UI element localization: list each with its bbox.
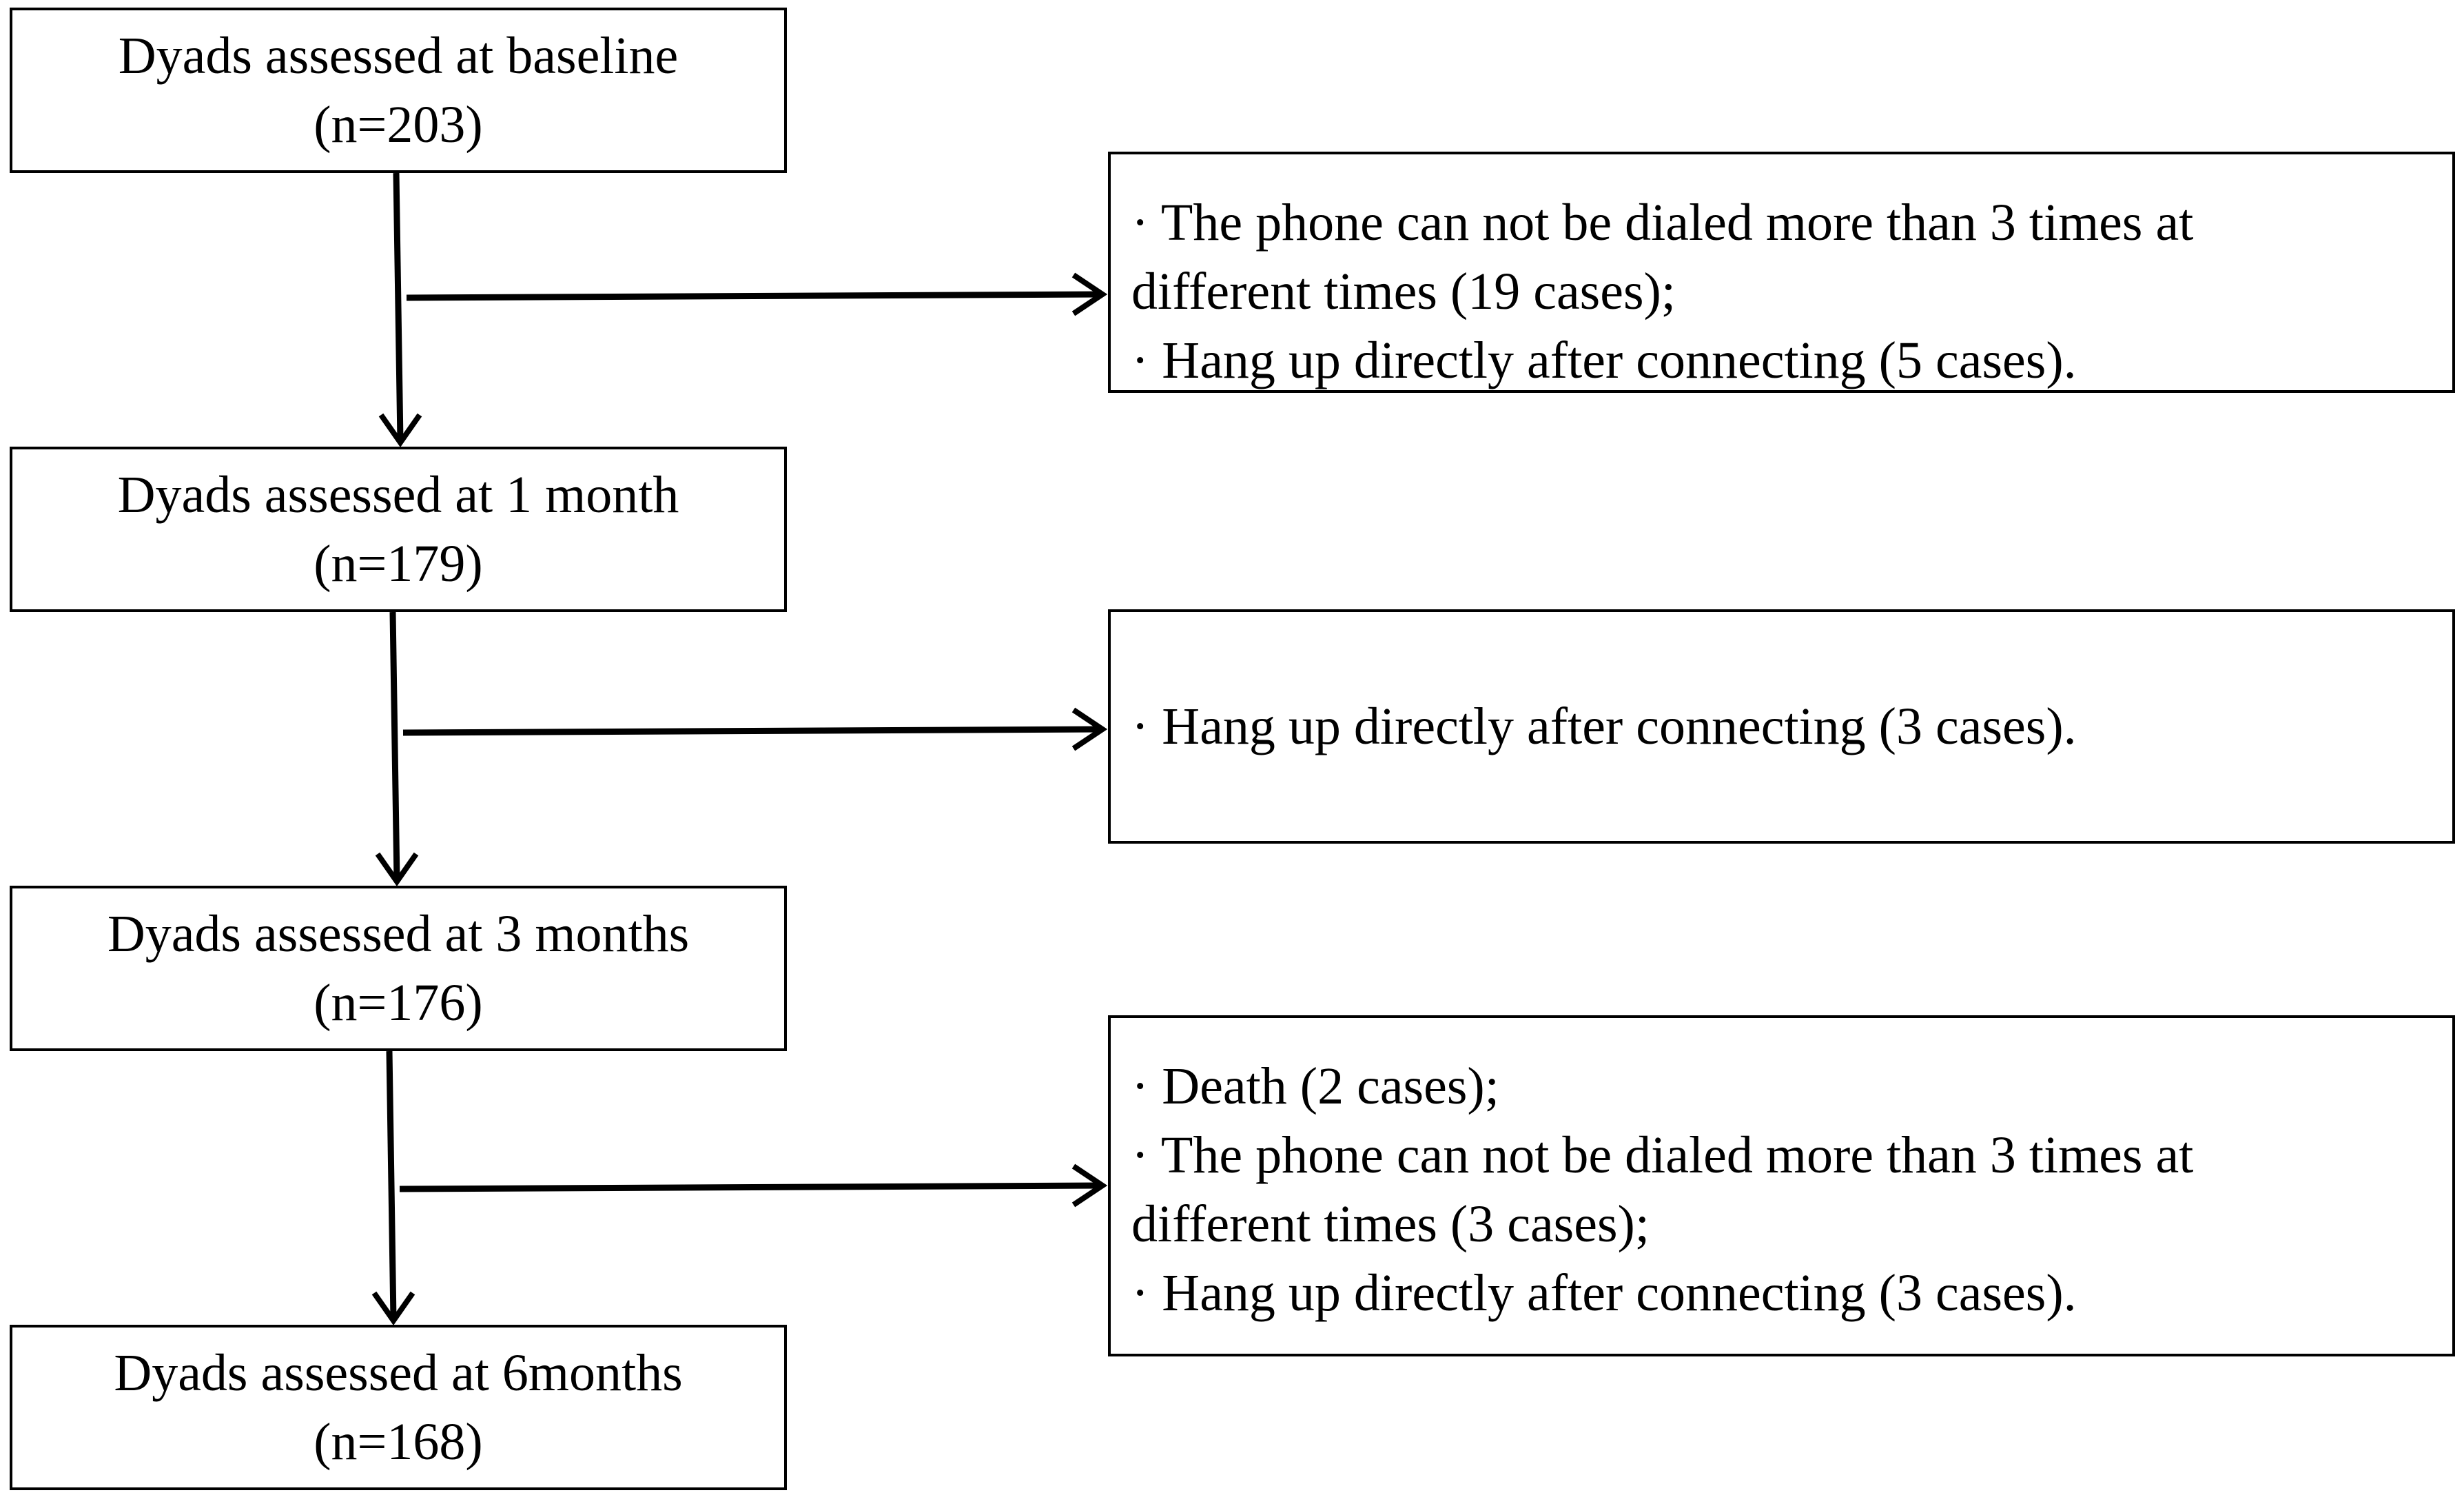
stage-count: (n=203): [314, 96, 483, 154]
exclusion-line: · The phone can not be dialed more than …: [1131, 1126, 2194, 1184]
exclusion-line: · Hang up directly after connecting (3 c…: [1131, 1264, 2077, 1322]
stage-box-1-month: Dyads assessed at 1 month (n=179): [10, 447, 787, 612]
exclusion-line: different times (19 cases);: [1131, 263, 1676, 321]
stage-count: (n=168): [314, 1413, 483, 1471]
vertical-arrow-baseline-to-1-month: [378, 172, 422, 447]
horizontal-arrow-exclusion-3: [399, 1163, 1108, 1208]
stage-label: Dyads assessed at 3 months: [107, 905, 690, 963]
exclusion-line: · The phone can not be dialed more than …: [1131, 194, 2194, 252]
exclusion-box-3-months-to-6-months: · Death (2 cases); · The phone can not b…: [1108, 1015, 2455, 1356]
stage-box-6-months: Dyads assessed at 6months (n=168): [10, 1325, 787, 1490]
stage-count: (n=179): [314, 535, 483, 593]
stage-count: (n=176): [314, 974, 483, 1032]
vertical-arrow-3-months-to-6-months: [371, 1050, 415, 1325]
exclusion-box-1-month-to-3-months: · Hang up directly after connecting (3 c…: [1108, 609, 2455, 844]
exclusion-line: · Hang up directly after connecting (3 c…: [1131, 698, 2077, 755]
exclusion-line: · Hang up directly after connecting (5 c…: [1131, 332, 2077, 389]
stage-label: Dyads assessed at 1 month: [117, 466, 679, 524]
exclusion-line: · Death (2 cases);: [1131, 1057, 1499, 1115]
exclusion-line: different times (3 cases);: [1131, 1195, 1650, 1253]
exclusion-box-baseline-to-1-month: · The phone can not be dialed more than …: [1108, 152, 2455, 393]
horizontal-arrow-exclusion-2: [402, 707, 1108, 751]
vertical-arrow-1-month-to-3-months: [375, 611, 419, 886]
stage-label: Dyads assessed at baseline: [118, 27, 679, 85]
stage-label: Dyads assessed at 6months: [114, 1344, 683, 1402]
stage-box-3-months: Dyads assessed at 3 months (n=176): [10, 886, 787, 1051]
horizontal-arrow-exclusion-1: [406, 272, 1108, 316]
stage-box-baseline: Dyads assessed at baseline (n=203): [10, 8, 787, 173]
